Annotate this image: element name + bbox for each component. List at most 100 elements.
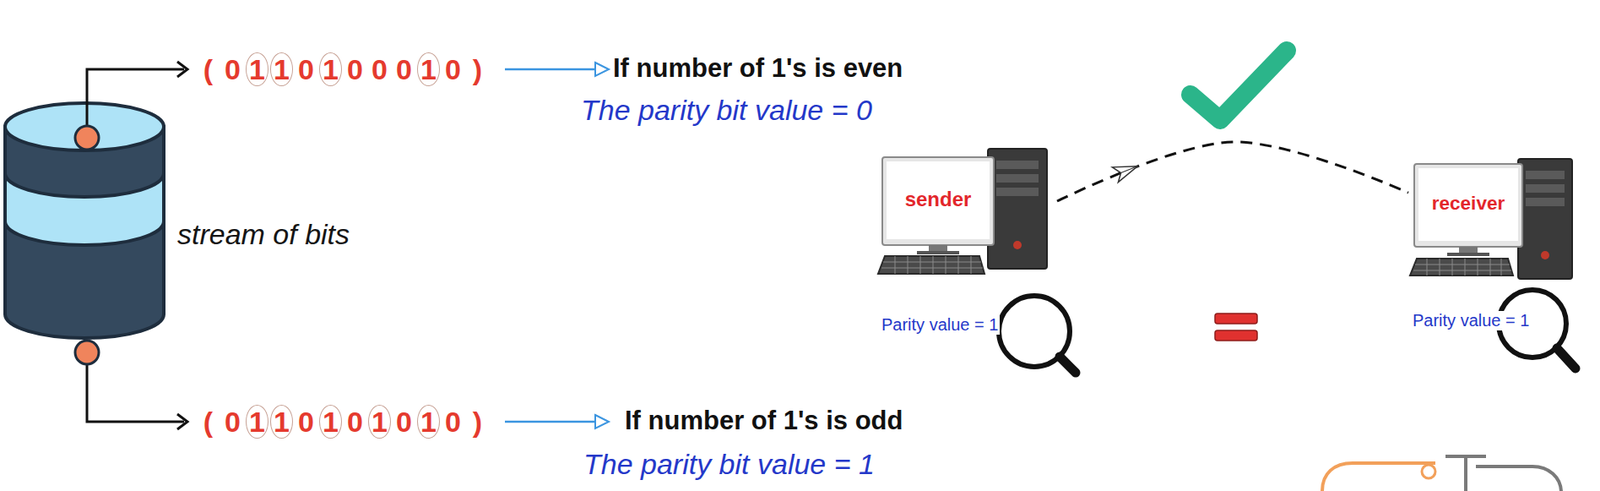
bit-char: ) bbox=[465, 406, 490, 436]
bit-string: (0110100010) bbox=[195, 52, 490, 87]
bit-circle: 1 bbox=[319, 404, 342, 439]
bit-char: 0 bbox=[293, 54, 319, 84]
label-holder: (0110101010) bbox=[195, 404, 490, 439]
label-holder: The parity bit value = 1 bbox=[583, 447, 875, 481]
text-holder: stream of bits bbox=[177, 217, 350, 251]
computer-name: sender bbox=[884, 187, 993, 212]
bit-char: 1 bbox=[416, 52, 441, 87]
bit-char: ( bbox=[195, 54, 221, 84]
bit-char: 0 bbox=[440, 406, 466, 436]
bit-char: 0 bbox=[220, 406, 245, 436]
text-holder: Parity value = 1 bbox=[1410, 310, 1531, 331]
label-holder: The parity bit value = 0 bbox=[580, 93, 873, 127]
receiver-computer bbox=[1410, 158, 1576, 369]
monitor-stand bbox=[928, 244, 948, 252]
drive-bay bbox=[1525, 184, 1565, 193]
icon-t bbox=[1445, 455, 1487, 491]
monitor-base bbox=[916, 250, 960, 255]
bit-char: 1 bbox=[269, 404, 294, 439]
connector-dot bbox=[75, 340, 99, 364]
condition-text: If number of 1's is odd bbox=[624, 405, 903, 436]
bit-char: 1 bbox=[416, 404, 441, 439]
magnifier-handle bbox=[1556, 347, 1576, 369]
drive-bay bbox=[1525, 170, 1565, 179]
bit-char: 0 bbox=[391, 406, 417, 436]
database-label: stream of bits bbox=[177, 217, 350, 251]
equals-bar bbox=[1214, 330, 1258, 341]
bit-char: 0 bbox=[342, 54, 368, 84]
stream-arrowhead bbox=[177, 413, 188, 429]
bit-char: 1 bbox=[367, 404, 392, 439]
drive-bay bbox=[996, 187, 1039, 196]
connector-group bbox=[1057, 141, 1409, 201]
text-holder: sender bbox=[884, 187, 993, 212]
sender-computer bbox=[878, 148, 1076, 373]
icon-curve bbox=[1322, 462, 1436, 491]
stream-arrowhead bbox=[177, 61, 188, 77]
keyboard-keys bbox=[881, 255, 983, 274]
monitor-base bbox=[1447, 252, 1490, 256]
condition-text: If number of 1's is even bbox=[612, 53, 903, 84]
magnifier-handle bbox=[1059, 356, 1076, 373]
dashed-connector bbox=[1057, 141, 1409, 201]
database-band bbox=[5, 173, 164, 245]
parity-value: Parity value = 1 bbox=[1410, 310, 1531, 331]
bit-circle: 1 bbox=[417, 52, 440, 87]
computer-name: receiver bbox=[1415, 192, 1521, 215]
monitor-frame bbox=[1414, 163, 1523, 247]
partial-icon bbox=[1322, 455, 1562, 491]
bit-char: 0 bbox=[391, 54, 417, 84]
stream-line bbox=[86, 363, 185, 422]
parity-rule: The parity bit value = 1 bbox=[583, 447, 875, 481]
database-node: stream of bits bbox=[3, 99, 355, 353]
bit-string: (0110101010) bbox=[195, 404, 490, 439]
keyboard bbox=[1410, 258, 1514, 276]
bit-circle: 1 bbox=[270, 52, 293, 87]
text-holder: Parity value = 1 bbox=[879, 314, 1000, 335]
database-body bbox=[5, 126, 164, 338]
receiver-computer-node: receiverParity value = 1 bbox=[1408, 158, 1578, 338]
blue-arrowhead bbox=[595, 62, 609, 76]
bit-circle: 1 bbox=[245, 52, 269, 87]
label-holder: If number of 1's is even bbox=[612, 53, 903, 84]
label-holder: (0110100010) bbox=[195, 52, 490, 87]
power-button bbox=[1540, 250, 1550, 260]
bit-circle: 1 bbox=[368, 404, 391, 439]
bit-char: 1 bbox=[318, 404, 343, 439]
text-holder: receiver bbox=[1415, 192, 1521, 215]
icon-curve bbox=[1475, 466, 1562, 491]
icon-dot bbox=[1421, 464, 1436, 478]
stream-line bbox=[86, 69, 185, 126]
connector-dot bbox=[75, 125, 99, 150]
monitor-stand bbox=[1458, 246, 1478, 254]
database-icon bbox=[5, 103, 164, 338]
computer-tower bbox=[987, 148, 1047, 269]
paper-plane-body bbox=[1111, 158, 1140, 183]
bit-circle: 1 bbox=[319, 52, 342, 87]
bit-char: 0 bbox=[293, 406, 319, 436]
keyboard bbox=[878, 255, 985, 274]
bit-char: 0 bbox=[440, 54, 466, 84]
bit-char: 0 bbox=[342, 406, 368, 436]
label-holder: If number of 1's is odd bbox=[624, 405, 903, 436]
bit-circle: 1 bbox=[270, 404, 293, 439]
bit-char: 0 bbox=[367, 54, 392, 84]
equals-bar bbox=[1214, 313, 1258, 324]
paper-plane bbox=[1111, 158, 1140, 183]
bit-char: 1 bbox=[244, 404, 270, 439]
bit-char: ) bbox=[465, 54, 490, 84]
paper-plane-fold bbox=[1121, 166, 1139, 174]
blue-arrow bbox=[504, 420, 597, 424]
blue-arrowhead bbox=[595, 414, 609, 429]
drive-bay bbox=[996, 160, 1039, 169]
bit-circle: 1 bbox=[245, 404, 269, 439]
bit-char: 1 bbox=[318, 52, 343, 87]
computer-tower bbox=[1518, 158, 1573, 279]
bit-char: ( bbox=[195, 406, 221, 436]
drive-bay bbox=[996, 173, 1039, 183]
database-top bbox=[5, 103, 164, 151]
power-button bbox=[1013, 240, 1022, 250]
blue-arrow bbox=[504, 68, 597, 71]
sender-computer-node: senderParity value = 1 bbox=[878, 150, 1058, 338]
bit-char: 0 bbox=[220, 54, 245, 84]
